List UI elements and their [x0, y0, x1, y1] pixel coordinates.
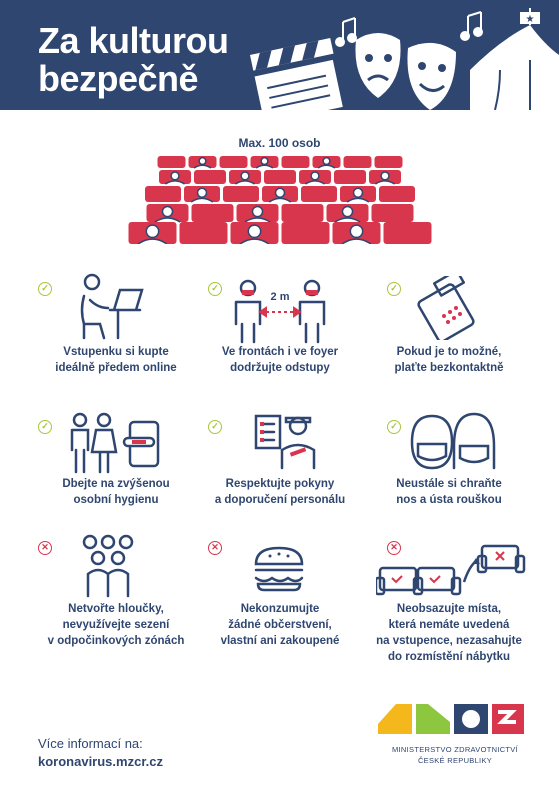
theatre-seat	[369, 170, 401, 185]
theatre-seat	[264, 170, 296, 184]
culture-icons: ★	[250, 8, 559, 110]
face-mask-icon	[410, 412, 496, 470]
rule-label: do rozmístění nábytku	[387, 651, 511, 663]
theatre-seat	[250, 156, 279, 169]
rule-label: která nemáte uvedená	[388, 619, 510, 631]
theatre-seat	[229, 170, 261, 185]
rule-label: nos a ústa rouškou	[396, 494, 502, 506]
forbidden-cross-icon: ✕	[208, 541, 222, 555]
theatre-seat	[332, 222, 381, 244]
allowed-check-icon: ✓	[387, 420, 401, 434]
forbidden-cross-icon: ✕	[387, 541, 401, 555]
theatre-seat	[371, 204, 414, 222]
clapperboard-icon	[250, 37, 343, 110]
theatre-seat	[159, 170, 191, 185]
theatre-seat	[188, 156, 217, 169]
rule-label: dodržujte odstupy	[230, 362, 330, 374]
header-banner: ★ Za kulturou bezpečně	[0, 0, 559, 110]
rule-label: plaťte bezkontaktně	[394, 362, 504, 374]
theatre-seat	[194, 170, 226, 184]
rule-label: Neobsazujte místa,	[396, 603, 502, 615]
theatre-seat	[340, 186, 376, 203]
rule-label: nevyužívejte sezení	[62, 619, 170, 631]
ministry-name: MINISTERSTVO ZDRAVOTNICTVÍ ČESKÉ REPUBLI…	[375, 744, 535, 766]
theatre-seat	[281, 156, 310, 168]
allowed-check-icon: ✓	[387, 282, 401, 296]
theatre-seat	[299, 170, 331, 185]
theatre-masks-icon	[355, 33, 456, 110]
theatre-seat	[145, 186, 181, 202]
laptop-icon	[80, 273, 144, 340]
rule-label: Pokud je to možné,	[396, 346, 502, 358]
theatre-seat	[128, 222, 177, 244]
rule-label: a doporučení personálu	[214, 494, 346, 506]
theatre-seat	[223, 186, 259, 202]
card-terminal-icon	[417, 276, 475, 340]
page-title: Za kulturou bezpečně	[38, 22, 229, 98]
theatre-seat	[301, 186, 337, 202]
theatre-seat	[179, 222, 228, 244]
theatre-seat	[146, 204, 189, 223]
rule-label: Nekonzumujte	[240, 603, 320, 615]
rule-label: ideálně předem online	[55, 362, 177, 374]
ministry-logo-icon	[378, 704, 524, 734]
burger-icon	[254, 546, 304, 592]
circus-tent-icon: ★	[470, 8, 559, 110]
crowd-icon	[82, 534, 134, 598]
theatre-seat	[219, 156, 248, 168]
allowed-check-icon: ✓	[208, 282, 222, 296]
theatre-seat	[312, 156, 341, 169]
seats-icon	[376, 544, 526, 596]
theatre-seat	[379, 186, 415, 202]
ministry-line-2: ČESKÉ REPUBLIKY	[417, 756, 493, 765]
title-line-1: Za kulturou	[38, 20, 229, 61]
theatre-seat	[230, 222, 279, 244]
theatre-seat	[326, 204, 369, 223]
theatre-seat	[262, 186, 298, 203]
theatre-seat	[236, 204, 279, 223]
theatre-seat	[281, 204, 324, 222]
theatre-seat	[383, 222, 432, 244]
distance-icon: 2 m	[234, 279, 326, 344]
rule-label: osobní hygienu	[73, 494, 159, 506]
theatre-seat	[157, 156, 186, 168]
rule-label: Vstupenku si kupte	[63, 346, 169, 358]
rule-label: žádné občerstvení,	[228, 619, 332, 631]
forbidden-cross-icon: ✕	[38, 541, 52, 555]
more-info: Více informací na: koronavirus.mzcr.cz	[38, 735, 163, 771]
more-info-label: Více informací na:	[38, 736, 143, 751]
theatre-seat	[343, 156, 372, 168]
cinema-seats-icon	[128, 156, 432, 244]
capacity-label: Max. 100 osob	[238, 136, 321, 150]
theatre-seat	[184, 186, 220, 203]
rule-label: v odpočinkových zónách	[47, 635, 185, 647]
rule-label: Ve frontách i ve foyer	[221, 346, 339, 358]
allowed-check-icon: ✓	[38, 282, 52, 296]
allowed-check-icon: ✓	[38, 420, 52, 434]
hygiene-icon	[70, 412, 160, 474]
rule-label: na vstupence, nezasahujte	[376, 635, 522, 647]
rule-label: vlastní ani zakoupené	[220, 635, 340, 647]
ministry-line-1: MINISTERSTVO ZDRAVOTNICTVÍ	[392, 745, 518, 754]
rule-label: Netvořte hloučky,	[68, 603, 164, 615]
allowed-check-icon: ✓	[208, 420, 222, 434]
theatre-seat	[191, 204, 234, 222]
theatre-seat	[374, 156, 403, 168]
rule-label: Respektujte pokyny	[225, 478, 335, 490]
svg-text:★: ★	[526, 14, 535, 25]
more-info-link[interactable]: koronavirus.mzcr.cz	[38, 754, 163, 769]
distance-label: 2 m	[271, 291, 290, 303]
rule-label: Neustále si chraňte	[396, 478, 502, 490]
theatre-seat	[334, 170, 366, 184]
music-note-icon	[335, 11, 483, 47]
rule-label: Dbejte na zvýšenou	[62, 478, 170, 490]
title-line-2: bezpečně	[38, 58, 199, 99]
staff-icon	[254, 414, 316, 470]
theatre-seat	[281, 222, 330, 244]
